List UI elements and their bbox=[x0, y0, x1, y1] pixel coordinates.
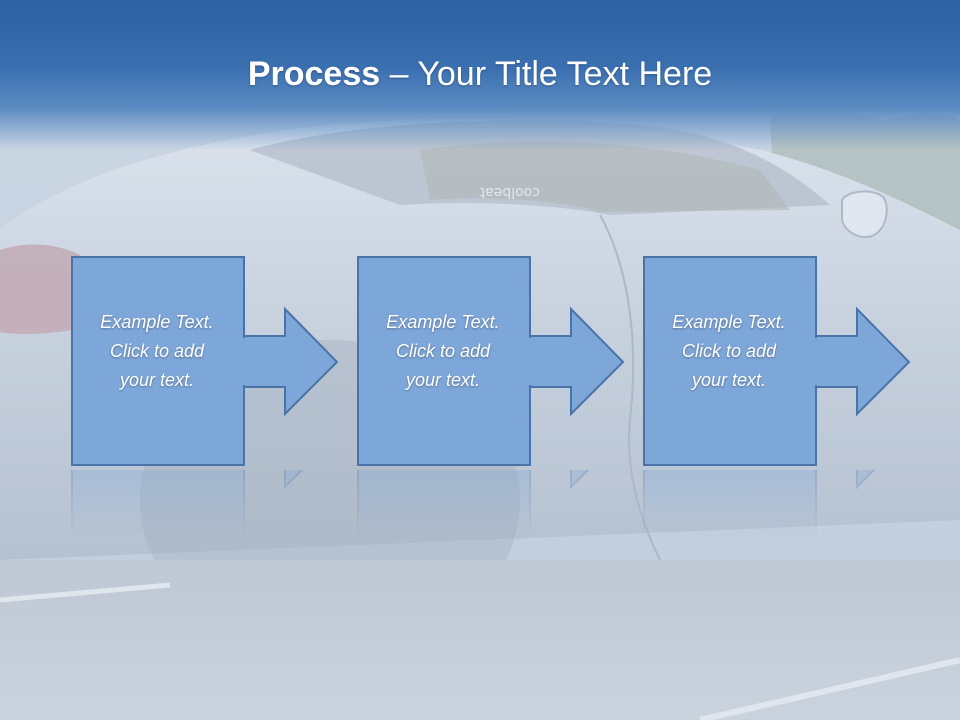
title-band bbox=[0, 0, 960, 150]
step-arrow-shape bbox=[357, 256, 625, 466]
step-1-reflection bbox=[71, 470, 353, 540]
process-step-2[interactable]: Example Text. Click to add your text. bbox=[357, 256, 639, 470]
step-2-reflection bbox=[357, 470, 639, 540]
step-3-reflection bbox=[643, 470, 925, 540]
slide-title[interactable]: Process – Your Title Text Here bbox=[0, 52, 960, 96]
car-badge-text: coolbeat bbox=[479, 184, 540, 200]
process-step-3[interactable]: Example Text. Click to add your text. bbox=[643, 256, 925, 470]
step-text[interactable]: Example Text. Click to add your text. bbox=[386, 312, 500, 390]
step-arrow-shape bbox=[71, 256, 339, 466]
title-rest-part: – Your Title Text Here bbox=[380, 55, 713, 93]
title-bold-part: Process bbox=[247, 55, 381, 93]
step-arrow-shape bbox=[643, 256, 911, 466]
step-text[interactable]: Example Text. Click to add your text. bbox=[672, 312, 786, 390]
process-step-1[interactable]: Example Text. Click to add your text. bbox=[71, 256, 353, 470]
step-text[interactable]: Example Text. Click to add your text. bbox=[100, 312, 214, 390]
